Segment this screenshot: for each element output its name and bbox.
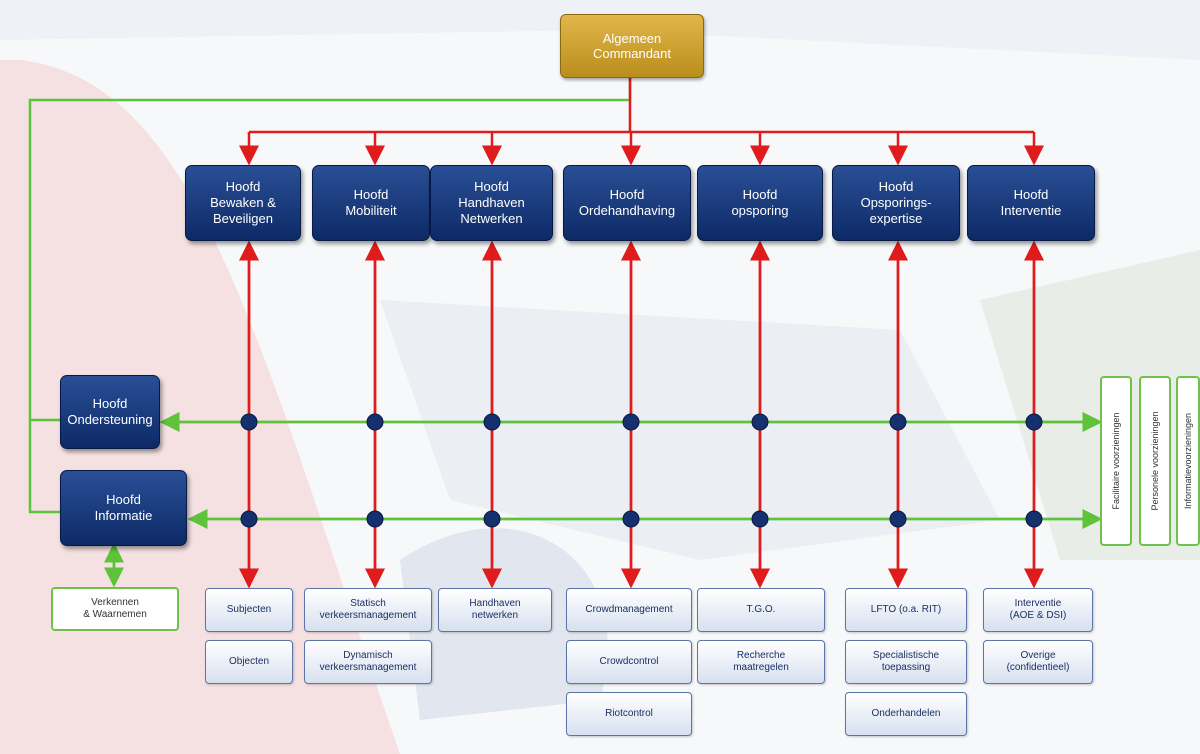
head-ordehandhaving-label: Hoofd Ordehandhaving <box>578 187 676 218</box>
subunit-label: Onderhandelen <box>871 708 941 719</box>
head-opsporingsexpertise-label: Hoofd Opsporings- expertise <box>860 179 932 226</box>
facility-label: Informatievoorzieningen <box>1183 412 1193 510</box>
subunit-label: Recherche maatregelen <box>733 650 789 673</box>
junction-dot <box>1025 413 1043 431</box>
junction-dot <box>751 510 769 528</box>
subunit-bewaken-2: Objecten <box>205 640 293 684</box>
subunit-opsporingsexpertise-2: Specialistische toepassing <box>845 640 967 684</box>
head-handhaven-box: Hoofd Handhaven Netwerken <box>430 165 553 241</box>
subunit-interventie-1: Interventie (AOE & DSI) <box>983 588 1093 632</box>
subunit-ordehandhaving-1: Crowdmanagement <box>566 588 692 632</box>
junction-dot <box>1025 510 1043 528</box>
subunit-opsporing-1: T.G.O. <box>697 588 825 632</box>
head-bewaken-box: Hoofd Bewaken & Beveiligen <box>185 165 301 241</box>
head-opsporing-label: Hoofd opsporing <box>731 187 789 218</box>
subunit-label: Objecten <box>228 656 270 667</box>
junction-dot <box>483 413 501 431</box>
subunit-label: T.G.O. <box>746 604 776 615</box>
head-opsporingsexpertise-box: Hoofd Opsporings- expertise <box>832 165 960 241</box>
subunit-label: Overige (confidentieel) <box>1006 650 1070 673</box>
facility-label: Facilitaire voorzieningen <box>1111 412 1121 510</box>
facility-box-informatie: Informatievoorzieningen <box>1176 376 1200 546</box>
subunit-interventie-2: Overige (confidentieel) <box>983 640 1093 684</box>
subunit-label: Specialistische toepassing <box>872 650 940 673</box>
subunit-opsporingsexpertise-1: LFTO (o.a. RIT) <box>845 588 967 632</box>
junction-dot <box>622 413 640 431</box>
junction-dot <box>366 510 384 528</box>
head-informatie-box: Hoofd Informatie <box>60 470 187 546</box>
verkennen-waarnemen-label: Verkennen & Waarnemen <box>83 597 147 620</box>
junction-dot <box>889 510 907 528</box>
subunit-label: Statisch verkeersmanagement <box>319 598 417 621</box>
commander-label: Algemeen Commandant <box>592 31 672 61</box>
subunit-opsporingsexpertise-3: Onderhandelen <box>845 692 967 736</box>
subunit-ordehandhaving-2: Crowdcontrol <box>566 640 692 684</box>
subunit-label: Riotcontrol <box>605 708 653 719</box>
junction-dot <box>483 510 501 528</box>
subunit-bewaken-1: Subjecten <box>205 588 293 632</box>
head-ondersteuning-box: Hoofd Ondersteuning <box>60 375 160 449</box>
subunit-mobiliteit-2: Dynamisch verkeersmanagement <box>304 640 432 684</box>
head-informatie-label: Hoofd Informatie <box>94 492 153 523</box>
subunit-label: Dynamisch verkeersmanagement <box>319 650 417 673</box>
junction-dot <box>622 510 640 528</box>
verkennen-waarnemen-box: Verkennen & Waarnemen <box>51 587 179 631</box>
head-bewaken-label: Hoofd Bewaken & Beveiligen <box>210 179 276 226</box>
head-interventie-box: Hoofd Interventie <box>967 165 1095 241</box>
commander-box: Algemeen Commandant <box>560 14 704 78</box>
facility-label: Personele voorzieningen <box>1150 411 1160 511</box>
junction-dot <box>240 413 258 431</box>
subunit-label: Crowdmanagement <box>585 604 673 615</box>
subunit-label: Subjecten <box>226 604 272 615</box>
facility-box-facilitaire: Facilitaire voorzieningen <box>1100 376 1132 546</box>
subunit-ordehandhaving-3: Riotcontrol <box>566 692 692 736</box>
junction-dot <box>889 413 907 431</box>
head-interventie-label: Hoofd Interventie <box>1000 187 1062 218</box>
head-mobiliteit-label: Hoofd Mobiliteit <box>345 187 397 218</box>
junction-dot <box>240 510 258 528</box>
subunit-mobiliteit-1: Statisch verkeersmanagement <box>304 588 432 632</box>
subunit-handhaven-1: Handhaven netwerken <box>438 588 552 632</box>
head-handhaven-label: Hoofd Handhaven Netwerken <box>458 179 525 226</box>
head-opsporing-box: Hoofd opsporing <box>697 165 823 241</box>
subunit-label: Crowdcontrol <box>599 656 659 667</box>
subunit-label: Interventie (AOE & DSI) <box>1009 598 1067 621</box>
head-ondersteuning-label: Hoofd Ondersteuning <box>67 396 153 427</box>
junction-dot <box>751 413 769 431</box>
head-ordehandhaving-box: Hoofd Ordehandhaving <box>563 165 691 241</box>
junction-dot <box>366 413 384 431</box>
head-mobiliteit-box: Hoofd Mobiliteit <box>312 165 430 241</box>
facility-box-personele: Personele voorzieningen <box>1139 376 1171 546</box>
subunit-label: LFTO (o.a. RIT) <box>870 604 942 615</box>
subunit-label: Handhaven netwerken <box>469 598 521 621</box>
subunit-opsporing-2: Recherche maatregelen <box>697 640 825 684</box>
